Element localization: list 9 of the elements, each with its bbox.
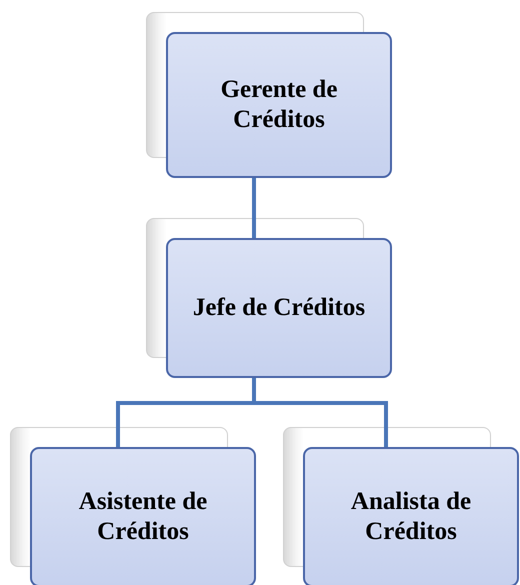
position-box xyxy=(166,32,392,178)
connector-line xyxy=(252,178,256,238)
position-title: Asistente de Créditos xyxy=(78,487,208,547)
position-box xyxy=(30,447,256,585)
position-box xyxy=(303,447,519,585)
position-box xyxy=(166,238,392,378)
position-title: Analista de Créditos xyxy=(350,487,472,547)
position-title: Jefe de Créditos xyxy=(192,293,366,323)
position-title: Gerente de Créditos xyxy=(220,75,338,135)
